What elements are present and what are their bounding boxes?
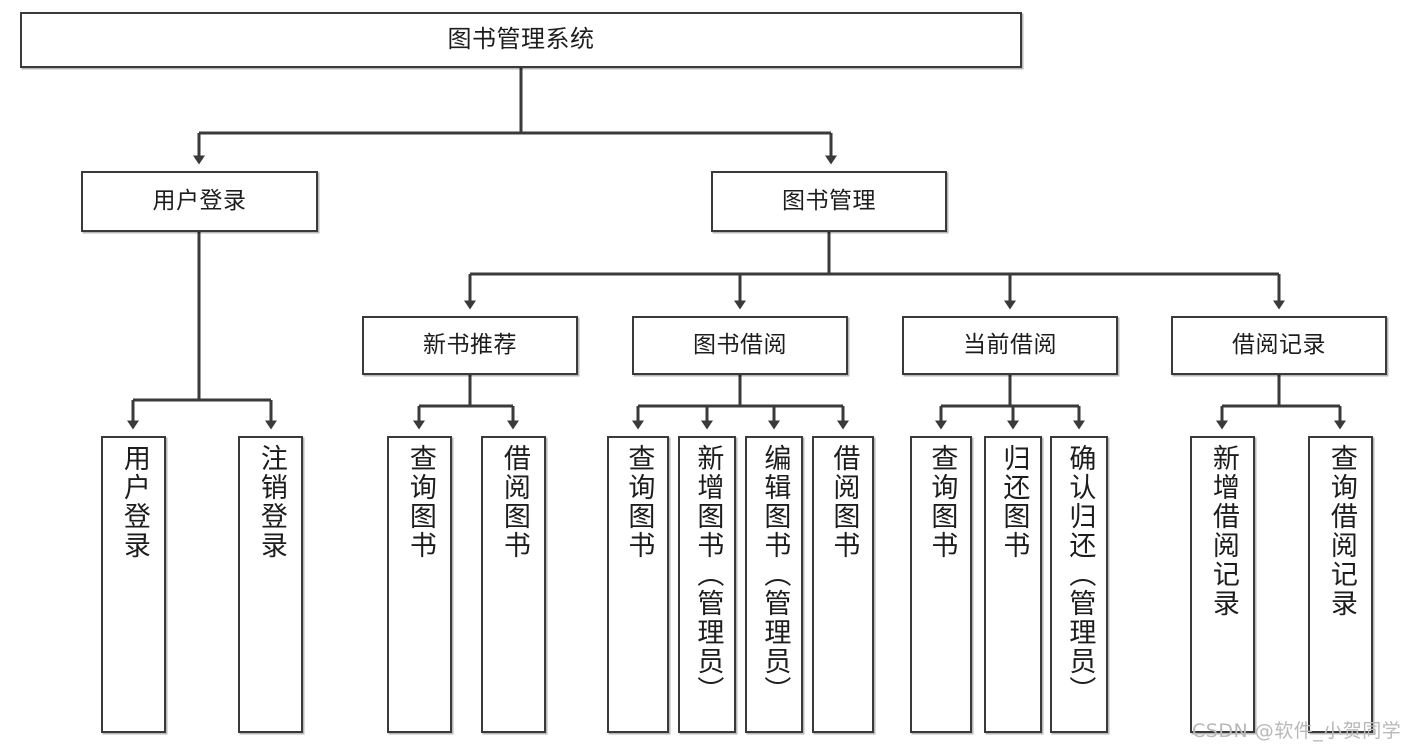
leaf-borrow-book-newbook[interactable]: 借阅图书 [481,436,546,733]
leaf-add-book-admin[interactable]: 新增图书（管理员） [678,436,736,733]
node-borrow-record[interactable]: 借阅记录 [1171,316,1387,375]
node-new-book-recommend[interactable]: 新书推荐 [362,316,578,375]
node-current-borrow[interactable]: 当前借阅 [902,316,1118,375]
leaf-query-borrow-record[interactable]: 查询借阅记录 [1308,436,1373,733]
node-book-borrow[interactable]: 图书借阅 [632,316,848,375]
leaf-query-book-borrow[interactable]: 查询图书 [607,436,669,733]
node-current-borrow-label: 当前借阅 [963,332,1057,359]
leaf-user-login[interactable]: 用户登录 [101,436,166,733]
node-user-login-label: 用户登录 [152,188,247,215]
leaf-borrow-book[interactable]: 借阅图书 [812,436,874,733]
leaf-edit-book-admin[interactable]: 编辑图书（管理员） [745,436,803,733]
leaf-edit-book-admin-label: 编辑图书（管理员） [759,444,791,705]
leaf-return-book[interactable]: 归还图书 [984,436,1042,733]
leaf-query-book-current-label: 查询图书 [926,444,958,560]
node-book-borrow-label: 图书借阅 [693,332,787,359]
node-root[interactable]: 图书管理系统 [20,12,1022,68]
leaf-add-borrow-record[interactable]: 新增借阅记录 [1190,436,1255,733]
node-root-label: 图书管理系统 [447,25,595,54]
node-user-login[interactable]: 用户登录 [81,171,318,232]
leaf-logout[interactable]: 注销登录 [238,436,303,733]
leaf-borrow-book-label: 借阅图书 [828,444,860,560]
leaf-query-book-borrow-label: 查询图书 [623,444,655,560]
watermark: CSDN @软件_小贺同学 [1192,720,1402,742]
leaf-confirm-return-admin[interactable]: 确认归还（管理员） [1050,436,1108,733]
leaf-add-borrow-record-label: 新增借阅记录 [1207,444,1239,618]
leaf-query-book-newbook-label: 查询图书 [404,444,436,560]
leaf-query-borrow-record-label: 查询借阅记录 [1325,444,1357,618]
node-book-management-label: 图书管理 [782,188,876,215]
leaf-borrow-book-newbook-label: 借阅图书 [498,444,530,560]
leaf-query-book-newbook[interactable]: 查询图书 [387,436,452,733]
leaf-query-book-current[interactable]: 查询图书 [910,436,972,733]
node-borrow-record-label: 借阅记录 [1232,332,1326,359]
leaf-confirm-return-admin-label: 确认归还（管理员） [1064,444,1096,705]
leaf-logout-label: 注销登录 [255,444,287,560]
leaf-return-book-label: 归还图书 [998,444,1030,560]
leaf-user-login-label: 用户登录 [118,444,150,560]
leaf-add-book-admin-label: 新增图书（管理员） [692,444,724,705]
node-new-book-recommend-label: 新书推荐 [423,332,517,359]
node-book-management[interactable]: 图书管理 [711,171,947,232]
